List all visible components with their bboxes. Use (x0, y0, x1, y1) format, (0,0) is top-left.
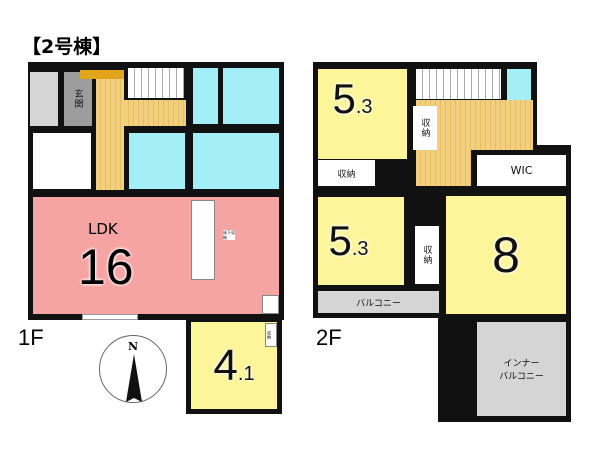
size-main: 5 (332, 75, 356, 122)
stairs-2f (416, 69, 501, 99)
page-title: 【2号棟】 (22, 36, 112, 58)
hallway-1f (96, 72, 124, 190)
inner-balcony: インナー バルコニー (477, 322, 566, 416)
bedroom-5-3-a: 5.3 (318, 69, 407, 159)
bedroom-5-3-b: 5.3 (318, 197, 404, 285)
compass: N (99, 335, 167, 403)
bedroom-b-size: 5.3 (328, 217, 368, 265)
porch (30, 72, 58, 126)
toilet-1f (193, 68, 218, 124)
room-size-main: 4 (213, 340, 238, 390)
fridge-space (262, 295, 279, 314)
floor-label-2f: 2F (316, 325, 342, 350)
entrance-label: 玄関 (72, 89, 83, 109)
bedroom-a-size: 5.3 (332, 75, 372, 123)
kitchen-counter (191, 200, 215, 280)
bedroom-8-size: 8 (492, 227, 520, 283)
storage-bedroom-b: 収納 (415, 226, 439, 284)
size-decimal: .3 (351, 238, 369, 260)
bathroom (223, 68, 279, 124)
balcony-label: バルコニー (356, 298, 401, 309)
underfloor-storage-label: 床下収納 (223, 230, 235, 240)
size-main: 5 (328, 217, 352, 264)
wic-label: WIC (510, 164, 533, 177)
closet-1f (33, 133, 91, 189)
room-size-4: 4.1 (213, 341, 254, 391)
ldk-label: LDK (88, 220, 118, 238)
shoe-storage (80, 70, 124, 79)
compass-north-label: N (128, 340, 139, 353)
inner-balcony-label-1: インナー (503, 359, 540, 369)
floor-label-1f: 1F (18, 325, 44, 350)
storage-label: 収納 (421, 245, 432, 265)
hall-2f-b (416, 150, 471, 186)
washroom (129, 133, 185, 189)
small-storage-1f: 収納 (265, 323, 277, 347)
entrance-1f: 玄関 (64, 72, 92, 126)
compass-arrow-icon (126, 354, 142, 402)
room-size-decimal: .1 (237, 362, 255, 385)
storage-bedroom-a: 収納 (318, 160, 375, 186)
hall-storage-2f: 収納 (413, 106, 437, 150)
bedroom-8: 8 (446, 196, 566, 314)
storage-label: 収納 (419, 118, 430, 138)
hallway-1f-b (124, 100, 186, 126)
utility-room (193, 133, 279, 189)
storage-label: 収納 (337, 169, 356, 180)
size-decimal: .3 (355, 96, 373, 118)
walk-in-closet: WIC (477, 155, 566, 186)
ldk-size: 16 (78, 239, 134, 295)
balcony: バルコニー (318, 291, 439, 313)
room-4-1: 4.1 (191, 322, 277, 409)
floor-plan-1f: 玄関 LDK 16 床下収納 4.1 収納 1F N (18, 62, 284, 414)
stairs-1f (128, 68, 184, 98)
small-storage-label: 収納 (267, 331, 272, 339)
ldk-room (33, 197, 279, 314)
inner-balcony-label-2: バルコニー (499, 372, 544, 382)
window-ldk (82, 314, 138, 320)
